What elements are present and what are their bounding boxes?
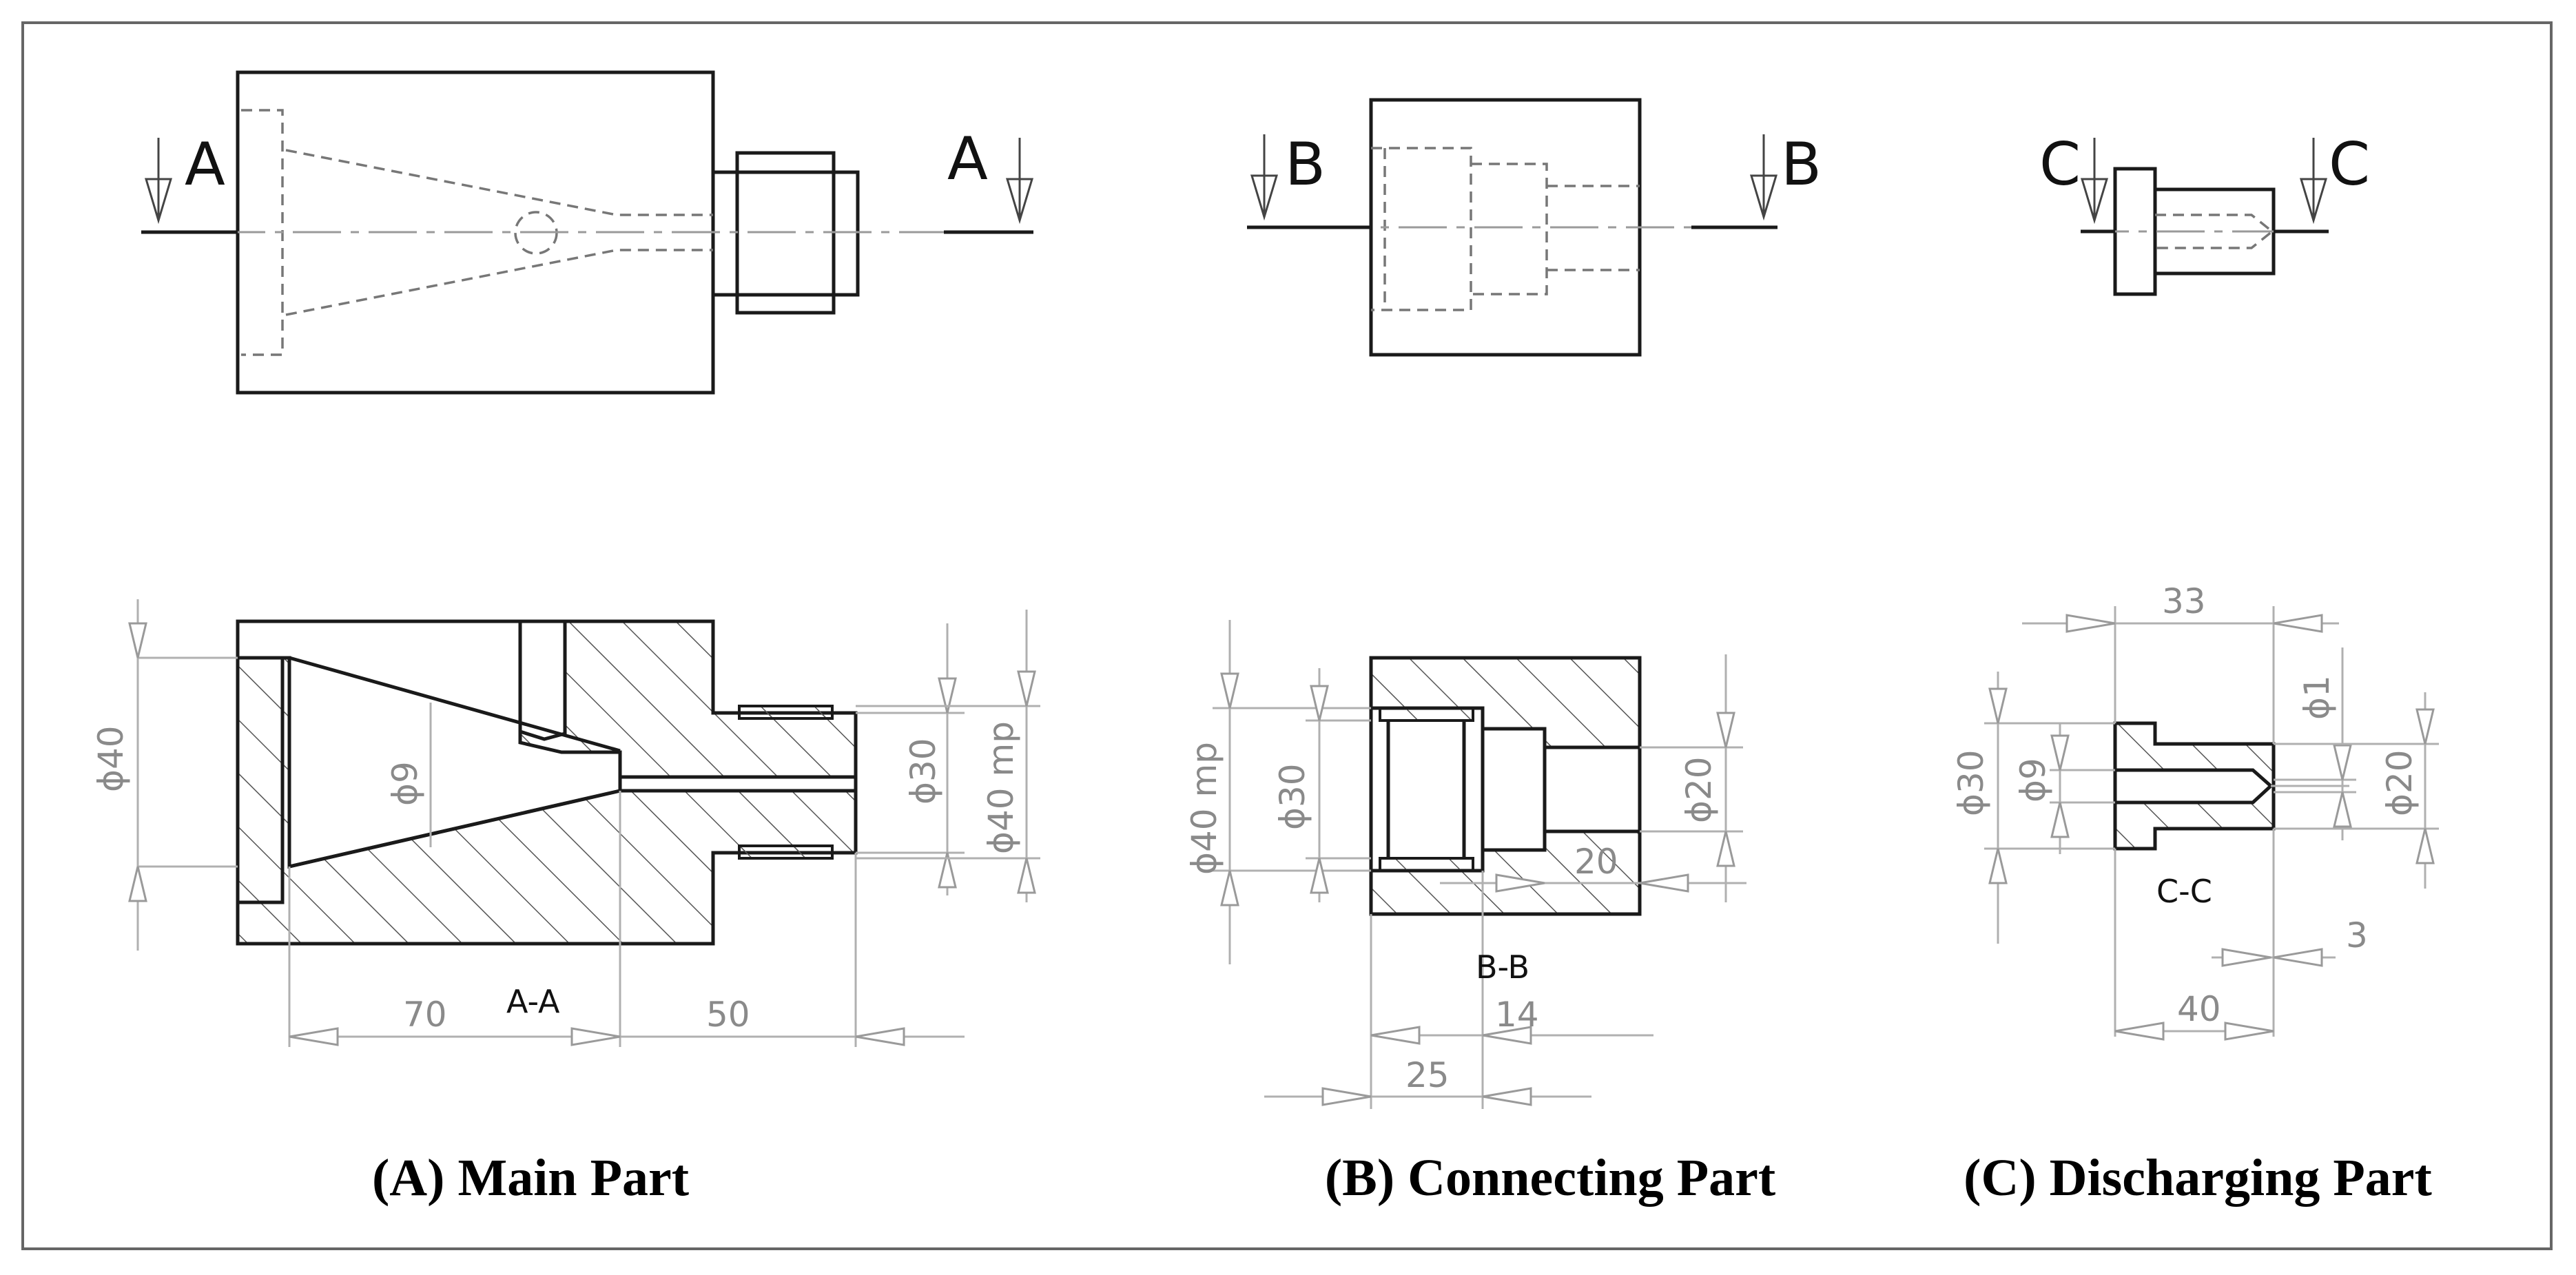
dim-main-dia-40: ϕ40 [91,725,131,792]
section-mark-c-right: C [2329,130,2370,199]
dim-main-dia-9: ϕ9 [385,761,425,806]
section-mark-c-left: C [2039,130,2081,199]
dim-conn-dia-20: ϕ20 [1679,756,1719,823]
caption-connecting-part: (B) Connecting Part [1324,1149,1776,1207]
dim-disc-len-3: 3 [2346,915,2368,955]
dim-disc-len-33: 33 [2162,581,2206,621]
section-label-a-a: A-A [506,983,560,1020]
section-mark-a-right: A [947,125,988,194]
dim-disc-dia-1: ϕ1 [2297,675,2337,720]
dim-conn-len-25: 25 [1405,1055,1450,1095]
dim-disc-dia-9: ϕ9 [2013,758,2053,802]
connecting-part-section: ϕ40 mp ϕ30 ϕ20 20 14 25 B-B [1184,620,1746,1109]
dim-disc-dia-20: ϕ20 [2380,749,2420,816]
dim-main-dia-30: ϕ30 [903,738,943,805]
dim-conn-dia-40mp: ϕ40 mp [1184,742,1224,875]
discharging-part-section: 33 ϕ30 ϕ9 ϕ1 ϕ20 3 40 C-C [1951,581,2439,1041]
main-part-section: ϕ40 ϕ9 ϕ30 ϕ40 mp 70 50 A-A [91,599,1040,1047]
sheet-border [21,21,2553,1250]
dim-conn-len-14: 14 [1495,995,1539,1035]
dim-main-len-70: 70 [403,995,447,1035]
dim-main-len-50: 50 [706,995,750,1035]
dim-conn-dia-30: ϕ30 [1272,763,1312,830]
section-mark-b-left: B [1285,130,1326,199]
dim-conn-len-20: 20 [1574,842,1618,882]
caption-main-part: (A) Main Part [371,1149,690,1207]
section-label-c-c: C-C [2156,873,2212,910]
dim-disc-len-40: 40 [2177,989,2221,1029]
main-part-view: A A [141,70,1034,395]
connecting-part-view: B B [1247,98,1822,357]
section-label-b-b: B-B [1476,949,1529,986]
dim-main-dia-40mp: ϕ40 mp [981,721,1021,854]
dim-disc-dia-30: ϕ30 [1951,749,1991,816]
caption-discharging-part: (C) Discharging Part [1964,1149,2432,1207]
discharging-part-view: C C [2039,130,2370,296]
section-mark-a-left: A [185,130,225,199]
section-mark-b-right: B [1781,130,1822,199]
